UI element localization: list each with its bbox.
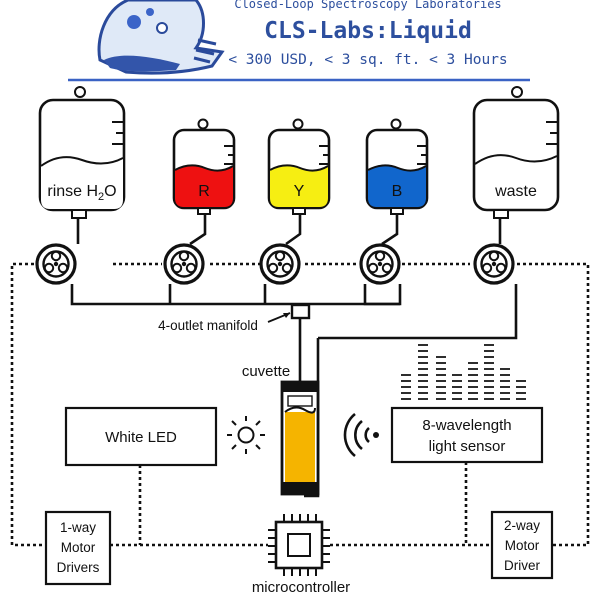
lightbulb-logo-icon bbox=[97, 0, 225, 75]
rinse-water-bag: rinse H2O bbox=[38, 86, 126, 219]
two-way-driver-line1: 2-way bbox=[504, 518, 540, 533]
sensor-label-line2: light sensor bbox=[429, 438, 506, 455]
header: Closed-Loop Spectroscopy Laboratories CL… bbox=[68, 0, 530, 82]
cuvette-label: cuvette bbox=[242, 363, 290, 380]
cuvette: cuvette bbox=[242, 363, 320, 496]
pump-red-icon bbox=[163, 243, 205, 285]
white-led-label: White LED bbox=[105, 429, 177, 446]
pump-blue-icon bbox=[359, 243, 401, 285]
red-bag-label: R bbox=[198, 183, 210, 200]
two-way-driver-line2: Motor bbox=[505, 538, 540, 553]
manifold: 4-outlet manifold bbox=[158, 303, 311, 333]
signal-waves-icon bbox=[343, 412, 379, 458]
rinse-bag-label: rinse H2O bbox=[47, 183, 116, 203]
two-way-driver-line3: Driver bbox=[504, 558, 541, 573]
microcontroller-chip-icon bbox=[268, 514, 330, 576]
red-dye-bag: R bbox=[172, 118, 236, 215]
red-liquid bbox=[175, 165, 233, 207]
header-tagline: < 300 USD, < 3 sq. ft. < 3 Hours bbox=[228, 52, 507, 68]
waste-bag-label: waste bbox=[494, 183, 537, 200]
one-way-driver-line2: Motor bbox=[61, 540, 96, 555]
control-wiring bbox=[10, 262, 590, 547]
pump-waste-icon bbox=[473, 243, 515, 285]
one-way-motor-drivers: 1-way Motor Drivers bbox=[44, 510, 112, 586]
manifold-label: 4-outlet manifold bbox=[158, 318, 258, 333]
two-way-motor-driver: 2-way Motor Driver bbox=[490, 510, 554, 580]
one-way-driver-line1: 1-way bbox=[60, 520, 96, 535]
cuvette-liquid bbox=[285, 412, 315, 482]
waste-bag: waste bbox=[472, 86, 560, 219]
yellow-bag-label: Y bbox=[294, 183, 305, 200]
microcontroller-label: microcontroller bbox=[252, 579, 350, 596]
white-led: White LED bbox=[64, 406, 218, 467]
blue-dye-bag: B bbox=[365, 118, 429, 215]
yellow-dye-bag: Y bbox=[267, 118, 331, 215]
yellow-liquid bbox=[270, 165, 328, 207]
sensor-label-line1: 8-wavelength bbox=[422, 417, 511, 434]
spectrum-bars-icon bbox=[401, 344, 526, 400]
light-sensor: 8-wavelength light sensor bbox=[390, 406, 544, 464]
header-title: CLS-Labs:Liquid bbox=[264, 18, 472, 44]
header-subtitle: Closed-Loop Spectroscopy Laboratories bbox=[234, 0, 501, 11]
one-way-driver-line3: Drivers bbox=[57, 560, 100, 575]
tubing bbox=[70, 210, 518, 498]
light-sun-icon bbox=[227, 416, 265, 454]
pump-rinse-icon bbox=[35, 243, 77, 285]
blue-bag-label: B bbox=[392, 183, 403, 200]
blue-liquid bbox=[368, 165, 426, 207]
pump-yellow-icon bbox=[259, 243, 301, 285]
